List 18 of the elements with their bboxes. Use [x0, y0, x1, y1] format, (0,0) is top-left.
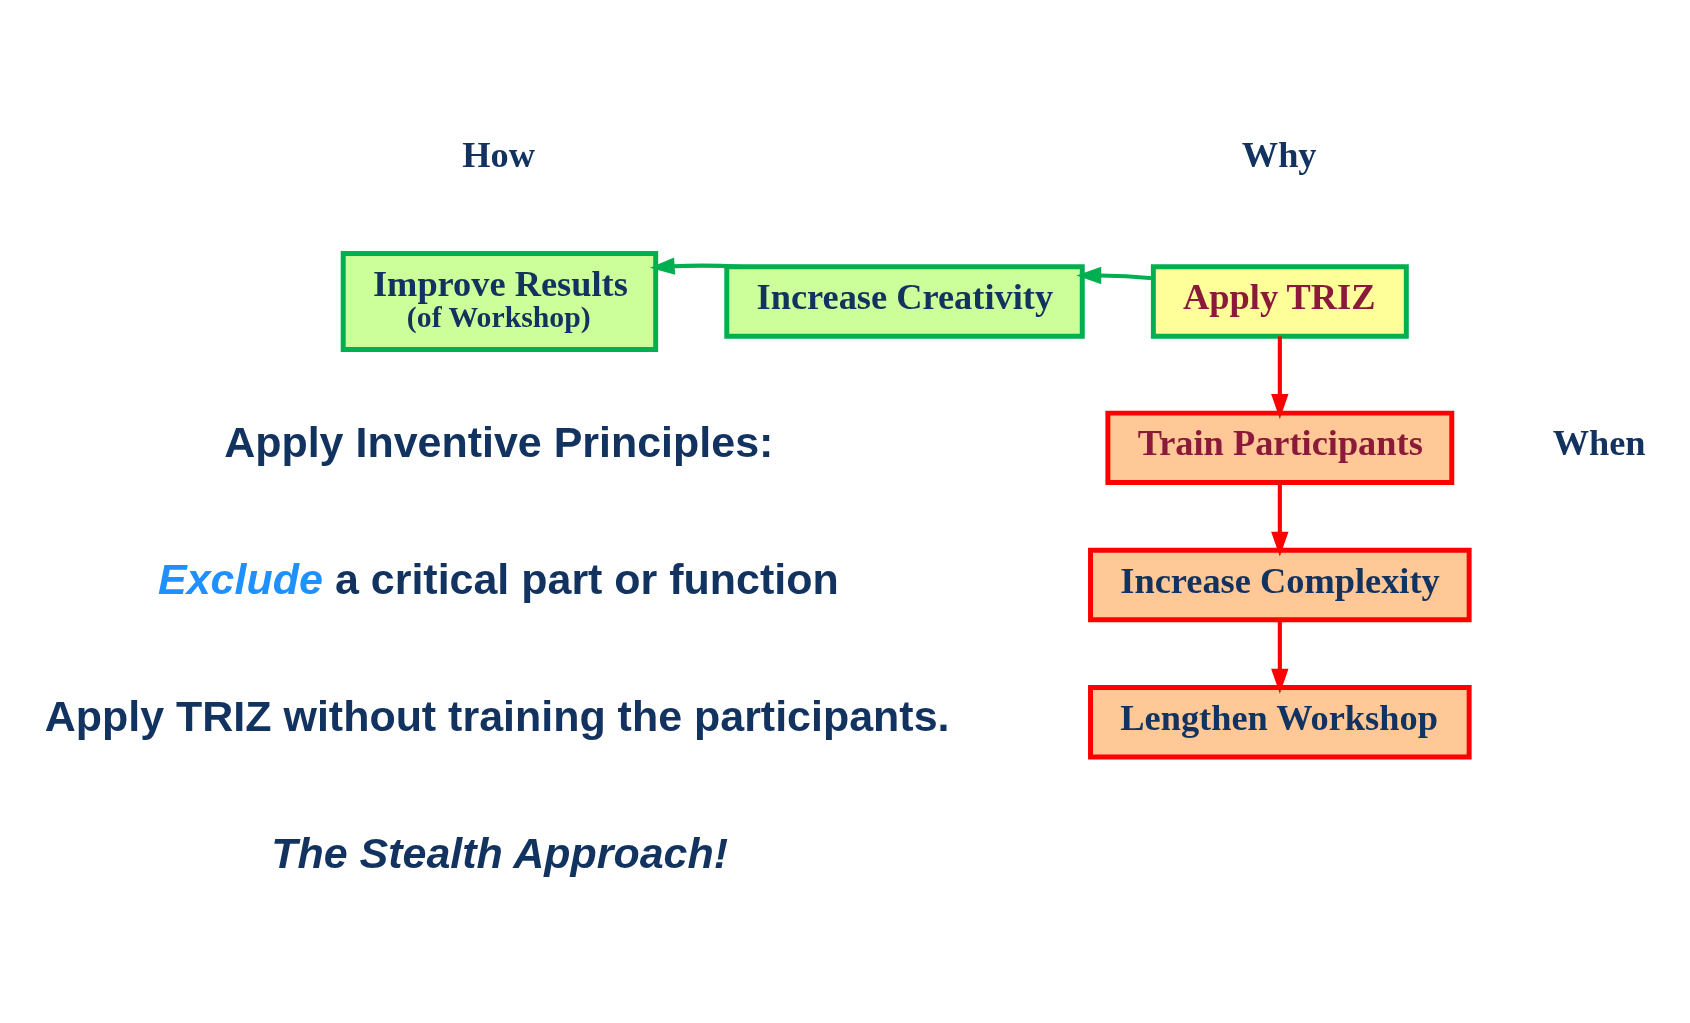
node-box: Train Participants: [1105, 410, 1455, 486]
label: How: [462, 134, 535, 175]
node-box: Increase Complexity: [1088, 547, 1472, 623]
label: Apply TRIZ without training the participants.: [44, 692, 950, 741]
arrow: [649, 257, 740, 275]
node-box: Increase Creativity: [724, 264, 1085, 339]
node-box: Lengthen Workshop: [1088, 685, 1472, 760]
arrow: [1076, 266, 1153, 285]
arrow: [1271, 336, 1289, 419]
label: When: [1552, 423, 1646, 464]
node-box: Improve Results (of Workshop): [340, 251, 659, 352]
label: Why: [1241, 134, 1317, 175]
arrow: [1271, 482, 1289, 557]
label: Apply Inventive Principles:: [224, 417, 774, 466]
node-box: Apply TRIZ: [1150, 264, 1409, 339]
arrow: [1271, 619, 1289, 694]
label: Exclude a critical part or function: [158, 554, 839, 603]
label: The Stealth Approach!: [271, 829, 729, 878]
